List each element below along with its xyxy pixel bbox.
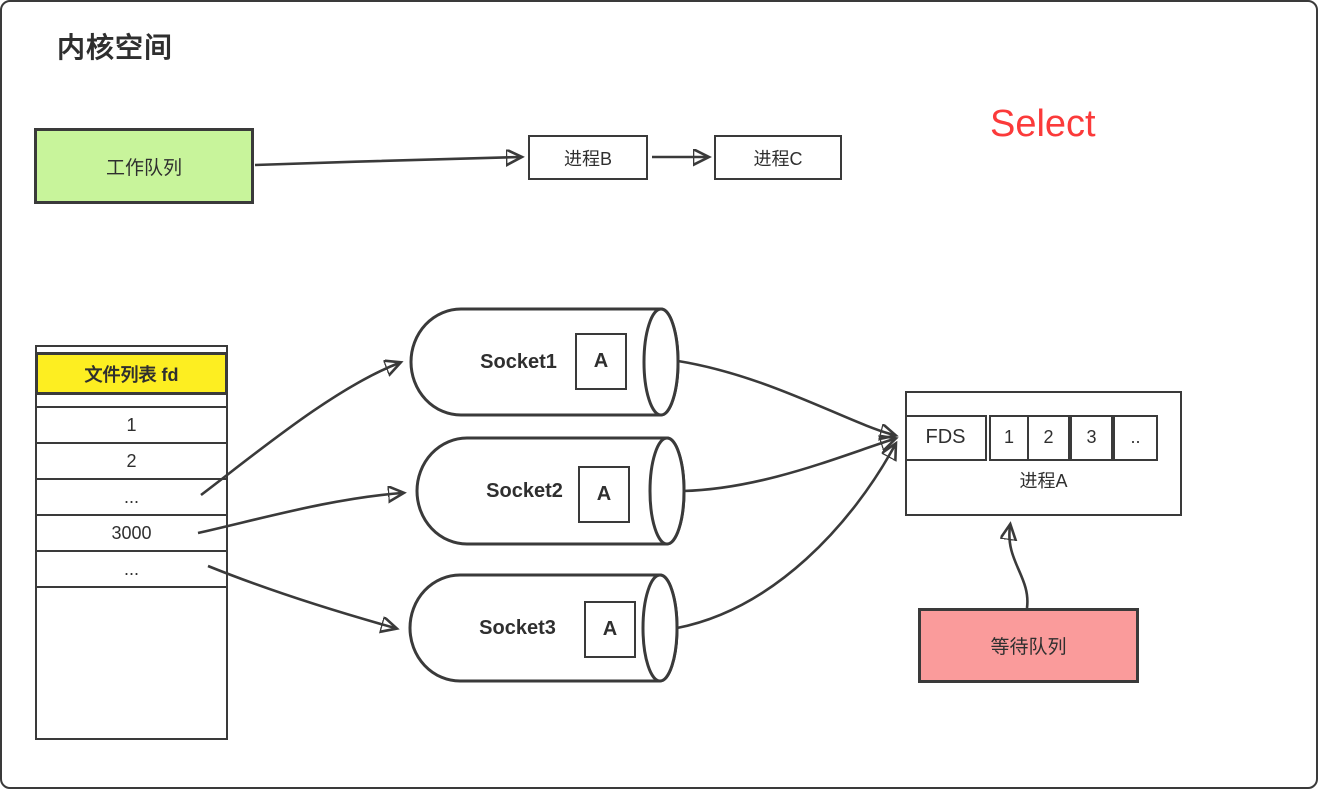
process-b-box: 进程B [528,135,648,180]
fd-table-row: 3000 [35,514,228,552]
socket3-label: Socket3 [479,616,556,639]
process-c-box: 进程C [714,135,842,180]
fd-table-header: 文件列表 fd [35,352,228,395]
process-c-label: 进程C [753,148,803,169]
process-a-label: 进程A [1019,471,1068,491]
select-label: Select [990,103,1096,145]
fd-table-row: 2 [35,442,228,480]
socket3-data-box: A [584,601,636,658]
process-a-box: FDS 1 2 3 .. 进程A [904,391,1182,516]
fd-table-row: ... [35,478,228,516]
arrow-socket2-to-processa [682,439,894,493]
arrow-fdrow-to-socket3 [207,564,395,628]
socket2-label: Socket2 [486,479,563,502]
arrow-waitqueue-to-processa [1009,526,1029,609]
fd-row-value: 3000 [111,522,152,543]
arrow-fdrow-to-socket1 [200,363,399,497]
fds-cell: FDS [904,414,987,461]
wait-queue-box: 等待队列 [918,608,1139,683]
wait-queue-label: 等待队列 [990,637,1067,658]
process-b-label: 进程B [563,148,612,169]
socket1-cylinder: Socket1 A [401,306,681,418]
socket1-data-box: A [575,333,627,390]
arrow-socket1-to-processa [677,359,894,435]
socket1-label: Socket1 [480,350,557,373]
fd-table-row: 1 [35,406,228,444]
fds-slot: 3 [1070,414,1113,461]
socket2-cylinder: Socket2 A [407,435,687,547]
fd-table-header-label: 文件列表 fd [84,364,179,385]
fd-row-value: 2 [126,450,137,471]
fds-slot: 2 [1027,414,1070,461]
fds-slot: 1 [989,414,1029,461]
arrow-fdrow-to-socket2 [197,493,402,535]
fd-row-value: ... [123,486,139,507]
fd-row-value: ... [123,558,139,579]
fds-slot: .. [1113,414,1158,461]
socket2-data-box: A [578,466,630,523]
fd-row-value: 1 [126,414,137,435]
page-title: 内核空间 [57,32,174,63]
work-queue-label: 工作队列 [105,157,182,179]
work-queue-box: 工作队列 [34,128,254,204]
arrow-socket3-to-processa [676,445,895,630]
arrow-workqueue-to-processb [254,157,520,165]
fd-table-row: ... [35,550,228,588]
socket3-cylinder: Socket3 A [400,572,680,684]
